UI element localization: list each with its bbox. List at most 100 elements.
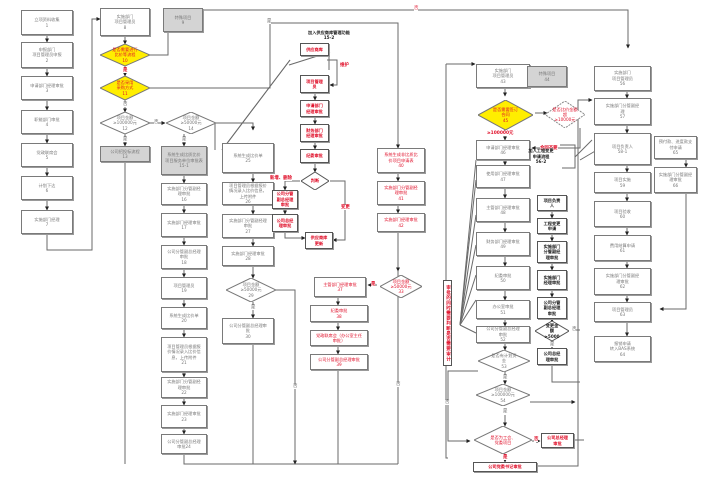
decision-45[interactable]: 是否需要签订 合同 45 — [478, 100, 533, 130]
decision-45b[interactable]: 是否比价金额 超 ≥10000元 — [545, 101, 585, 128]
supplier-vp-approval[interactable]: 公司分管 副总经理 审批 — [272, 190, 298, 209]
decision-29[interactable]: 项目金额 ≥50000元 29 — [226, 278, 276, 302]
node-label: 实施部门经理审批 28 — [231, 250, 265, 261]
node-39a[interactable]: 党政联席会（办公室主任 审批） — [310, 330, 368, 346]
node-7[interactable]: 实施部门经理 7 — [21, 210, 73, 234]
node-20[interactable]: 系统生成比价单 20 — [161, 307, 207, 329]
node-49[interactable]: 财务部门经理审批 49 — [476, 232, 530, 256]
node-label: 申请部门经理审批 3 — [30, 82, 64, 93]
decision-33[interactable]: 项目金额 ≥50000元 33 — [380, 275, 422, 298]
node-62[interactable]: 实施部门分管副经 理审批 62 — [594, 268, 651, 295]
node-1[interactable]: 立项资料收集 1 — [21, 10, 73, 35]
decision-14[interactable]: 项目金额 ≥50000元 14 — [166, 112, 216, 134]
node-label: 系统生成非比质比 价项目申请表 40 — [384, 152, 418, 169]
node-60[interactable]: 项目验收 60 — [594, 201, 651, 227]
node-46[interactable]: 申请部门经理审批 46 — [476, 140, 530, 160]
node-52[interactable]: 公司分管副总经理 审批 52 — [476, 326, 530, 343]
change-dept-mgr[interactable]: 实施部门 经理审批 — [537, 270, 567, 290]
node-39[interactable]: 公司分管副总经理审批 39 — [310, 354, 368, 370]
node-24[interactable]: 公司分管副总经理 审批24 — [161, 434, 207, 454]
node-8[interactable]: 实施部门 项目管理员 8 — [100, 8, 150, 36]
node-label: 财务部门经理审批 49 — [486, 238, 520, 249]
node-13-bidding[interactable]: 公司招投标流程 13 — [100, 146, 150, 162]
supplier-pm[interactable]: 项目管理 员 — [300, 75, 329, 93]
change-dept-vp[interactable]: 实施部门 分管副经 理审批 — [537, 241, 567, 263]
change-gm[interactable]: 公司总经 理审批 — [537, 348, 567, 365]
supplier-audit[interactable]: 纪委审批 — [300, 149, 329, 163]
node-26[interactable]: 项目管理员根据报价 情况录入比价信息， 上传附件 26 — [222, 182, 274, 205]
supplier-library[interactable]: 供应商库 — [300, 43, 329, 56]
change-apply[interactable]: 工程变更 申请 — [537, 218, 567, 234]
node-65[interactable]: 预付款、进度款支 付申请 65 — [654, 136, 697, 159]
change-decision[interactable]: 变更金 额 ≥5000 — [535, 321, 569, 341]
node-44-special[interactable]: 特殊项目 44 — [527, 66, 567, 87]
node-38[interactable]: 纪委审批 38 — [310, 305, 368, 322]
change-owner[interactable]: 项目负责 人 — [537, 195, 567, 211]
node-64[interactable]: 报销申请 转入BAS系统 64 — [594, 336, 651, 362]
node-5[interactable]: 党政联席会 5 — [21, 143, 73, 167]
supplier-decision[interactable]: 判断 — [301, 172, 329, 190]
node-23[interactable]: 实施部门经理审批 23 — [161, 405, 207, 428]
node-25[interactable]: 系统生成比价单 25 — [222, 143, 274, 173]
node-label: 实施部门 项目管理员 56 — [612, 70, 633, 87]
node-gm-approval[interactable]: 公司总经理 审批 — [541, 433, 574, 448]
decision-53[interactable]: 是否有计划资 金 53 — [478, 350, 530, 372]
node-40[interactable]: 系统生成非比质比 价项目申请表 40 — [377, 148, 425, 173]
node-18[interactable]: 公司分管副总经理 审批 18 — [161, 245, 207, 269]
node-label: 实施部门 项目管理员 8 — [114, 13, 136, 30]
node-48[interactable]: 主管部门经理审批 48 — [476, 198, 530, 222]
node-15-1[interactable]: 系统生成比质比价 项目服务单位审批表 15-1 — [161, 146, 207, 175]
node-61[interactable]: 费用结算申请 61 — [594, 235, 651, 261]
node-4[interactable]: 职能部门审批 4 — [21, 110, 73, 134]
node-17[interactable]: 实施部门经理审批 17 — [161, 213, 207, 237]
supplier-apply-mgr[interactable]: 申请部门 经理审批 — [300, 100, 329, 117]
decision-12[interactable]: 项目金额 ≥100000元 12 — [100, 112, 150, 134]
node-41[interactable]: 实施部门分管副经 理审批 41 — [377, 181, 425, 205]
node-51[interactable]: 办公室审批 51 — [476, 300, 530, 319]
edge-label-yes: 是 — [503, 375, 508, 380]
node-57[interactable]: 实施部门分管副经 理 57 — [594, 98, 651, 125]
decision-54[interactable]: 项目金额 ≥100000元 54 — [476, 384, 530, 406]
node-2[interactable]: 申报部门 项目管理员申报 2 — [21, 42, 73, 68]
node-label: 系统生成比质比价 项目服务单位审批表 15-1 — [165, 152, 203, 169]
decision-55[interactable]: 是否为工会、 党委项目 — [474, 426, 532, 454]
node-3[interactable]: 申请部门经理审批 3 — [21, 76, 73, 100]
supplier-gm-approval[interactable]: 公司总经 理审批 — [272, 214, 298, 232]
node-16[interactable]: 实施部门分管副经 理审批 16 — [161, 183, 207, 205]
node-66[interactable]: 实施部门分管副经 理审批 66 — [654, 167, 697, 193]
node-59[interactable]: 项目实施 59 — [594, 172, 651, 193]
change-company-vp[interactable]: 公司分管 副总经理 审批 — [537, 297, 567, 319]
node-21[interactable]: 项目管理员根据报 价情况录入比价信 息，上传附件 21 — [161, 337, 207, 372]
node-27[interactable]: 实施部门分管副经理 审批 27 — [222, 214, 274, 238]
node-28[interactable]: 实施部门经理审批 28 — [222, 246, 274, 266]
supplier-finance-mgr[interactable]: 财务部门 经理审批 — [300, 124, 329, 142]
node-56[interactable]: 实施部门 项目管理员 56 — [594, 66, 651, 91]
supplier-update[interactable]: 供应商库 更新 — [305, 232, 333, 249]
node-58-1[interactable]: 项目负责人 58-1 — [594, 133, 651, 165]
node-19[interactable]: 项目管理员 19 — [161, 277, 207, 299]
node-9-special[interactable]: 特殊项目 9 — [163, 8, 203, 32]
node-47[interactable]: 使用部门经理审批 47 — [476, 165, 530, 188]
node-label: 公司分管副总经理 审批 52 — [486, 326, 520, 343]
node-43[interactable]: 实施部门 项目管理员 43 — [476, 64, 530, 88]
decision-11[interactable]: 是否采用 采购方式 11 — [100, 76, 150, 100]
node-label: 特殊项目 44 — [538, 71, 556, 82]
node-42[interactable]: 实施部门经理审批 42 — [377, 213, 425, 232]
node-party-secretary[interactable]: 公司党委书记审批 — [473, 462, 537, 472]
edge-label-amount: ≥100000元 — [487, 131, 514, 136]
node-label: 公司党委书记审批 — [488, 464, 522, 470]
node-63[interactable]: 项目管理员 63 — [594, 302, 651, 322]
node-label: 项目管理员 19 — [173, 282, 195, 293]
edge-label-no: 否 — [154, 120, 159, 125]
node-50[interactable]: 纪委审批 50 — [476, 266, 530, 290]
node-37[interactable]: 主管部门经理审批 37 — [314, 277, 366, 297]
node-6[interactable]: 计划下达 6 — [21, 176, 73, 200]
node-label: 公司分管 副总经理 审批 — [276, 191, 294, 208]
decision-10[interactable]: 是否需要进行 比价等流程 10 — [100, 44, 150, 66]
node-22[interactable]: 实施部门分管副经 理审批 22 — [161, 377, 207, 398]
node-30[interactable]: 公司分管副总经理审 批 30 — [222, 318, 274, 344]
node-label: 实施部门 项目管理员 43 — [492, 67, 514, 84]
node-label: 财务部门 经理审批 — [306, 127, 323, 138]
node-label: 实施部门分管副经 理审批 22 — [167, 379, 201, 396]
edge-label-yes: 是 — [503, 455, 508, 460]
